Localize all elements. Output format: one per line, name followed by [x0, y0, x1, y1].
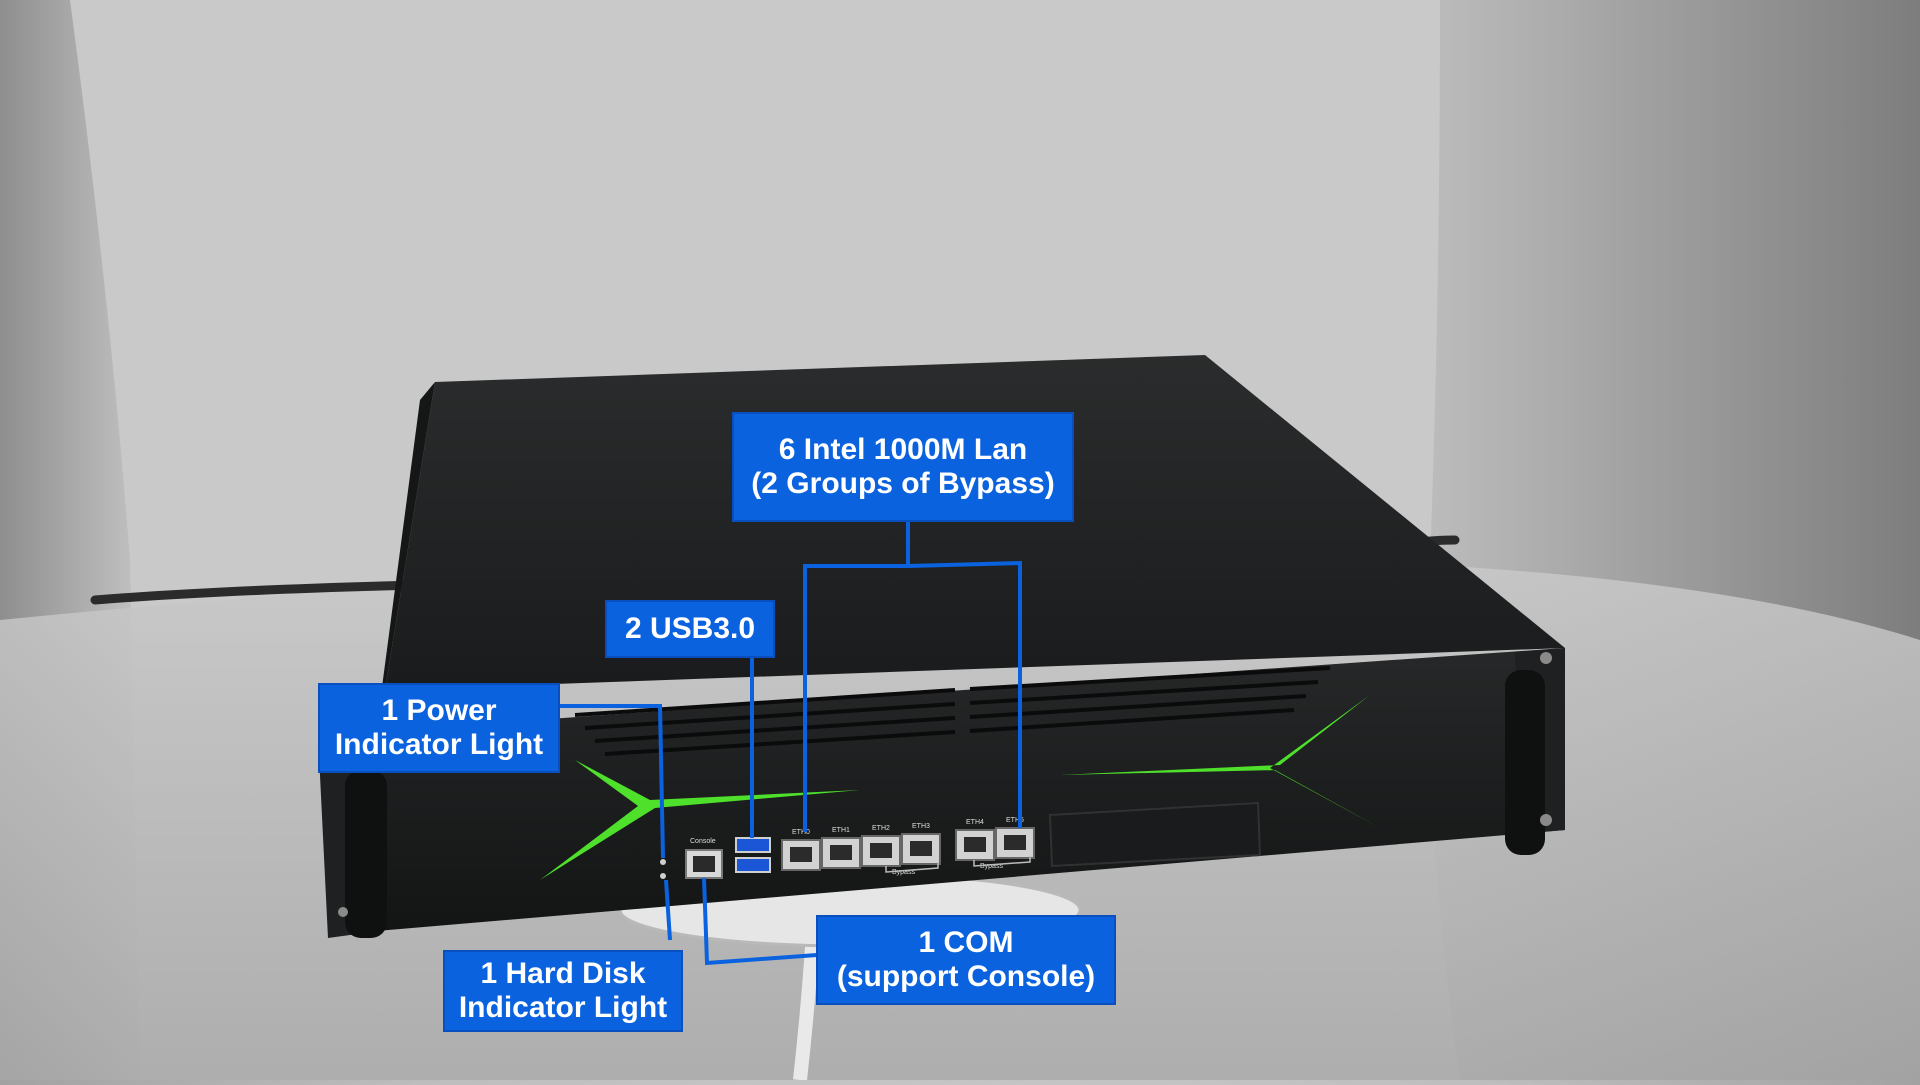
rack-hole-br — [1540, 814, 1552, 826]
green-accent-left — [540, 760, 860, 880]
chassis-left-side — [375, 382, 435, 740]
eth0-label: ETH0 — [792, 829, 810, 836]
callout-lan-line2: (2 Groups of Bypass) — [751, 467, 1055, 500]
callout-power-line2: Indicator Light — [334, 728, 544, 761]
leader-lan — [803, 522, 1022, 832]
hdd-led — [660, 873, 666, 879]
callout-com-line2: (support Console) — [836, 960, 1096, 993]
rack-hole-tr — [1540, 652, 1552, 664]
callout-lan: 6 Intel 1000M Lan (2 Groups of Bypass) — [732, 412, 1074, 522]
callout-lan-line1: 6 Intel 1000M Lan — [778, 433, 1028, 467]
bypass-label-2: Bypass — [980, 863, 1003, 870]
eth4-label: ETH4 — [966, 819, 984, 826]
ethernet-ports — [781, 827, 1035, 871]
rack-handle-right — [1505, 670, 1545, 855]
callout-com: 1 COM (support Console) — [816, 915, 1116, 1005]
blank-plate — [1048, 801, 1262, 868]
eth5-label: ETH5 — [1006, 817, 1024, 824]
callout-hdd-line1: 1 Hard Disk — [480, 957, 646, 991]
eth1-label: ETH1 — [832, 827, 850, 834]
rack-hole-bl — [338, 907, 348, 917]
chassis-front — [320, 648, 1565, 935]
callout-power: 1 Power Indicator Light — [318, 683, 560, 773]
callout-hdd-line2: Indicator Light — [458, 991, 668, 1024]
callout-hdd: 1 Hard Disk Indicator Light — [443, 950, 683, 1032]
callout-usb: 2 USB3.0 — [605, 600, 775, 658]
usb-port-1 — [735, 837, 771, 853]
callout-usb-line1: 2 USB3.0 — [624, 612, 756, 646]
power-led — [660, 859, 666, 865]
leader-hdd — [664, 879, 672, 941]
rack-handle-left — [345, 770, 387, 938]
front-vents — [574, 666, 1331, 756]
eth2-label: ETH2 — [872, 825, 890, 832]
port-panel: Console ETH0 ETH1 ETH2 ETH3 ETH4 — [660, 817, 1035, 879]
bypass-label-1: Bypass — [892, 869, 915, 876]
callout-com-line1: 1 COM — [918, 926, 1014, 960]
console-port-label: Console — [690, 838, 716, 845]
power-cable-left — [90, 580, 425, 605]
leader-lines — [558, 522, 1022, 966]
eth3-label: ETH3 — [912, 823, 930, 830]
leader-power — [558, 704, 665, 859]
leader-com — [702, 877, 818, 966]
callout-power-line1: 1 Power — [381, 694, 497, 728]
usb-port-2 — [735, 857, 771, 873]
